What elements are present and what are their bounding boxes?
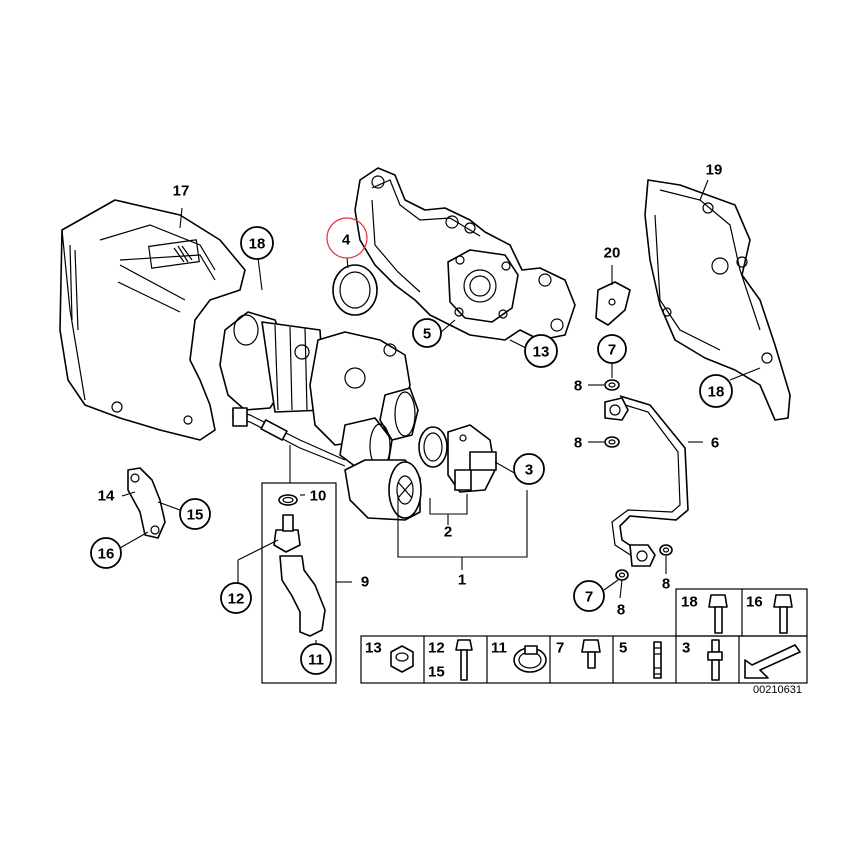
hose-clamp-icon <box>513 645 547 673</box>
diagram-id: 00210631 <box>753 684 802 696</box>
legend-label-18: 18 <box>681 594 698 611</box>
callout-11-label: 11 <box>308 652 324 669</box>
callout-2-label: 2 <box>444 524 452 541</box>
actuator-assembly-part <box>418 424 497 493</box>
collar-bolt-icon-18 <box>708 594 728 634</box>
callout-8-mid-label: 8 <box>574 435 582 452</box>
callout-16: 16 <box>90 537 122 569</box>
bolt-short-icon <box>581 639 601 669</box>
callout-8-mid: 8 <box>574 435 582 452</box>
callout-2: 2 <box>444 524 452 541</box>
callout-19: 19 <box>706 162 723 179</box>
callout-1-label: 1 <box>458 572 466 589</box>
callout-3: 3 <box>513 453 545 485</box>
callout-20-label: 20 <box>604 245 621 262</box>
callout-8-top: 8 <box>574 378 582 395</box>
stud-icon <box>653 641 662 679</box>
arrow-icon <box>744 644 801 679</box>
callout-13: 13 <box>524 334 558 368</box>
support-bracket-part <box>127 467 166 539</box>
heat-shield-part <box>59 199 246 441</box>
legend-label-5: 5 <box>619 640 627 657</box>
callout-12: 12 <box>220 582 252 614</box>
callout-18-right-label: 18 <box>708 384 725 401</box>
stud-bolt-icon <box>707 639 723 681</box>
callout-11: 11 <box>300 643 332 675</box>
callout-8-bottom-left: 8 <box>617 602 625 619</box>
hex-nut-icon <box>390 645 414 673</box>
callout-10: 10 <box>310 488 327 505</box>
callout-20: 20 <box>604 245 621 262</box>
bracket-part <box>595 281 631 326</box>
callout-5: 5 <box>412 318 442 348</box>
callout-4: 4 <box>326 217 368 259</box>
legend-label-3: 3 <box>682 640 690 657</box>
legend-label-15: 15 <box>428 664 445 681</box>
callout-18-left-label: 18 <box>249 236 266 253</box>
legend-label-16: 16 <box>746 594 763 611</box>
callout-8-top-label: 8 <box>574 378 582 395</box>
callout-1: 1 <box>458 572 466 589</box>
legend-label-11: 11 <box>491 640 507 657</box>
kit-box-9 <box>261 482 337 684</box>
callout-14: 14 <box>98 488 115 505</box>
callout-4-highlight <box>326 217 368 259</box>
callout-7-top: 7 <box>597 334 627 364</box>
legend-label-12: 12 <box>428 640 445 657</box>
callout-17-label: 17 <box>173 183 190 200</box>
callout-3-label: 3 <box>525 462 533 479</box>
heat-shield-manifold-part <box>644 179 791 421</box>
callout-19-label: 19 <box>706 162 723 179</box>
exhaust-manifold-part <box>354 167 576 341</box>
callout-8-bottom-right-label: 8 <box>662 576 670 593</box>
callout-8-bottom-left-label: 8 <box>617 602 625 619</box>
callout-7-bottom-label: 7 <box>585 589 593 606</box>
turbocharger-part <box>219 311 422 521</box>
callout-9: 9 <box>361 574 369 591</box>
callout-15-label: 15 <box>187 507 204 524</box>
callout-13-label: 13 <box>533 344 550 361</box>
callout-8-bottom-right: 8 <box>662 576 670 593</box>
callout-7-top-label: 7 <box>608 342 616 359</box>
legend-label-13: 13 <box>365 640 382 657</box>
callout-4-label: 4 <box>342 232 351 249</box>
legend-label-7: 7 <box>556 640 564 657</box>
legend-box <box>360 588 808 684</box>
oil-pipe-part <box>604 395 689 567</box>
callout-12-label: 12 <box>228 591 245 608</box>
callout-15: 15 <box>179 498 211 530</box>
callout-10-label: 10 <box>310 488 327 505</box>
gasket-ring-part <box>332 264 378 316</box>
bolt-long-icon <box>455 639 473 681</box>
callout-18-right: 18 <box>699 374 733 408</box>
callout-7-bottom: 7 <box>573 580 605 612</box>
callout-6: 6 <box>711 435 719 452</box>
callout-18-left: 18 <box>240 226 274 260</box>
callout-5-label: 5 <box>423 326 431 343</box>
collar-bolt-icon-16 <box>773 594 793 634</box>
callout-9-label: 9 <box>361 574 369 591</box>
callout-17: 17 <box>173 183 190 200</box>
callout-6-label: 6 <box>711 435 719 452</box>
callout-14-label: 14 <box>98 488 115 505</box>
callout-16-label: 16 <box>98 546 115 563</box>
